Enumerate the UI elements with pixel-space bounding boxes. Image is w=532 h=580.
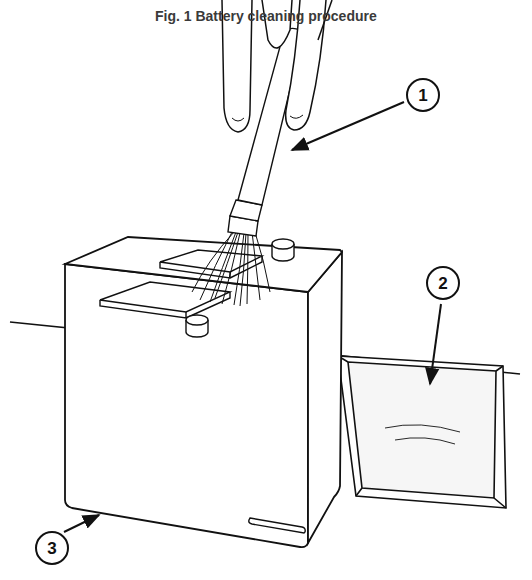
figure-title: Fig. 1 Battery cleaning procedure (155, 8, 377, 24)
cleaning-tray (338, 356, 506, 508)
callout-circle: 2 (426, 266, 460, 300)
callout-number: 3 (47, 540, 56, 557)
callout-number: 2 (438, 275, 447, 292)
leader-arrow (64, 102, 441, 532)
battery (65, 237, 342, 547)
callout-circle: 3 (35, 531, 69, 565)
callout-circle: 1 (406, 78, 440, 112)
callout-number: 1 (418, 87, 427, 104)
